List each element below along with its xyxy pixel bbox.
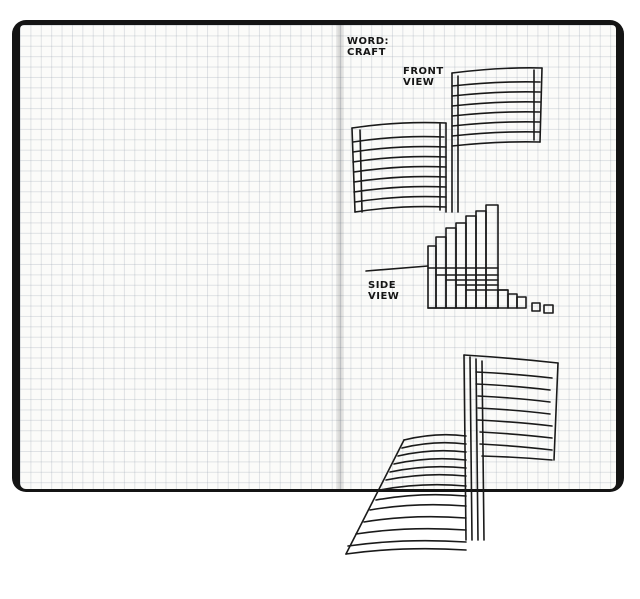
- side-view-label: SIDE VIEW: [368, 280, 400, 302]
- left-page: [20, 25, 340, 489]
- page-gutter: [336, 25, 344, 489]
- right-page: [340, 25, 616, 489]
- front-view-label: FRONT VIEW: [403, 66, 444, 88]
- word-label: WORD: CRAFT: [347, 36, 390, 58]
